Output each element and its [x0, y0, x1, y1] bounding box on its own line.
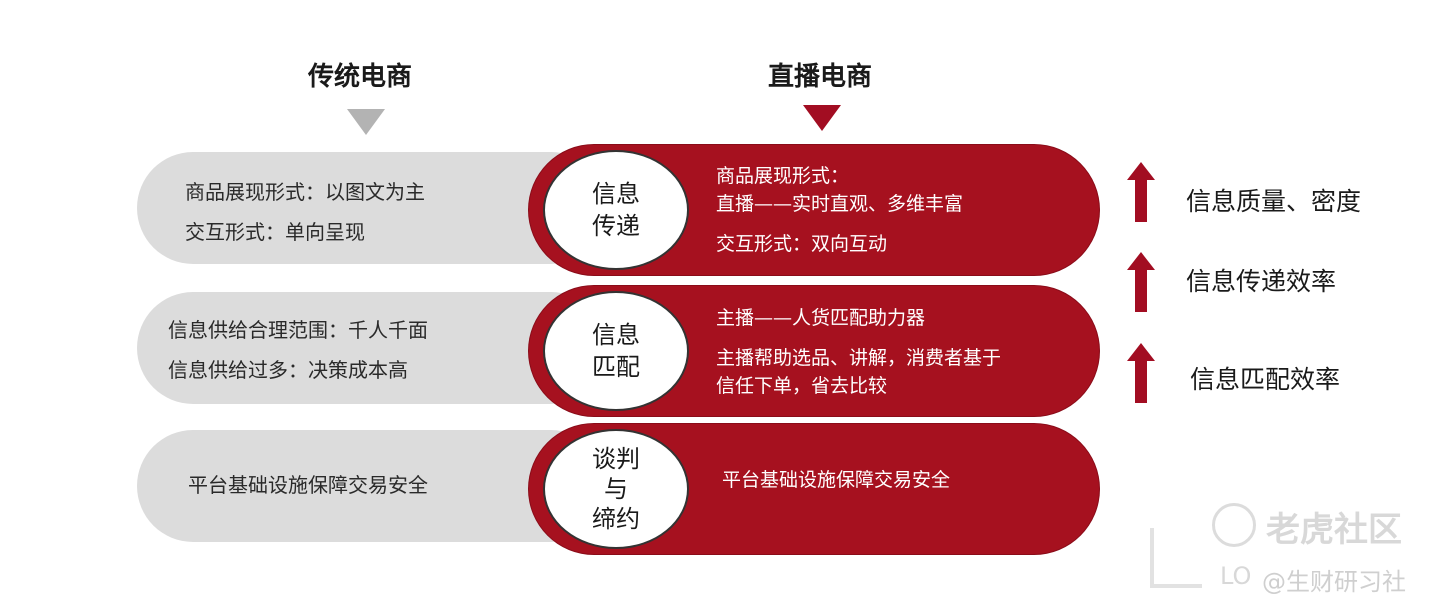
traditional-row-3 — [137, 430, 607, 542]
livestream-row-2-text: 主播——人货匹配助力器 主播帮助选品、讲解，消费者基于 信任下单，省去比较 — [716, 307, 1002, 397]
stage-circle-match: 信息匹配 — [543, 291, 689, 411]
up-arrow-icon — [1127, 343, 1155, 403]
up-arrow-icon — [1127, 252, 1155, 312]
traditional-row-3-text: 平台基础设施保障交易安全 — [188, 473, 428, 497]
traditional-ecommerce-header: 传统电商 — [307, 62, 412, 92]
livestream-row-3-text: 平台基础设施保障交易安全 — [722, 469, 951, 491]
result-transmit-efficiency: 信息传递效率 — [1186, 267, 1337, 296]
traditional-row-1-text: 商品展现形式：以图文为主 交互形式：单向呈现 — [185, 180, 425, 244]
down-triangle-icon — [803, 105, 841, 131]
livestream-ecommerce-header: 直播电商 — [767, 62, 872, 92]
traditional-row-2 — [137, 292, 607, 404]
watermark-logo-icon — [1212, 503, 1256, 547]
livestream-row-1-text: 商品展现形式： 直播——实时直观、多维丰富 交互形式：双向互动 — [716, 165, 964, 255]
stage-circle-transmit: 信息传递 — [543, 150, 689, 270]
stage-circle-negotiate: 谈判与缔约 — [543, 429, 689, 549]
up-arrow-icon — [1127, 162, 1155, 222]
result-match-efficiency: 信息匹配效率 — [1190, 365, 1341, 394]
traditional-row-1 — [137, 152, 607, 264]
down-triangle-icon — [347, 109, 385, 135]
watermark-handle: @生财研习社 — [1262, 568, 1406, 596]
traditional-row-2-text: 信息供给合理范围：千人千面 信息供给过多：决策成本高 — [168, 318, 428, 382]
result-info-quality: 信息质量、密度 — [1186, 187, 1362, 216]
watermark-bars-icon — [1150, 528, 1202, 588]
watermark-partial-text: LO — [1220, 562, 1252, 590]
watermark-brand: 老虎社区 — [1266, 510, 1402, 550]
